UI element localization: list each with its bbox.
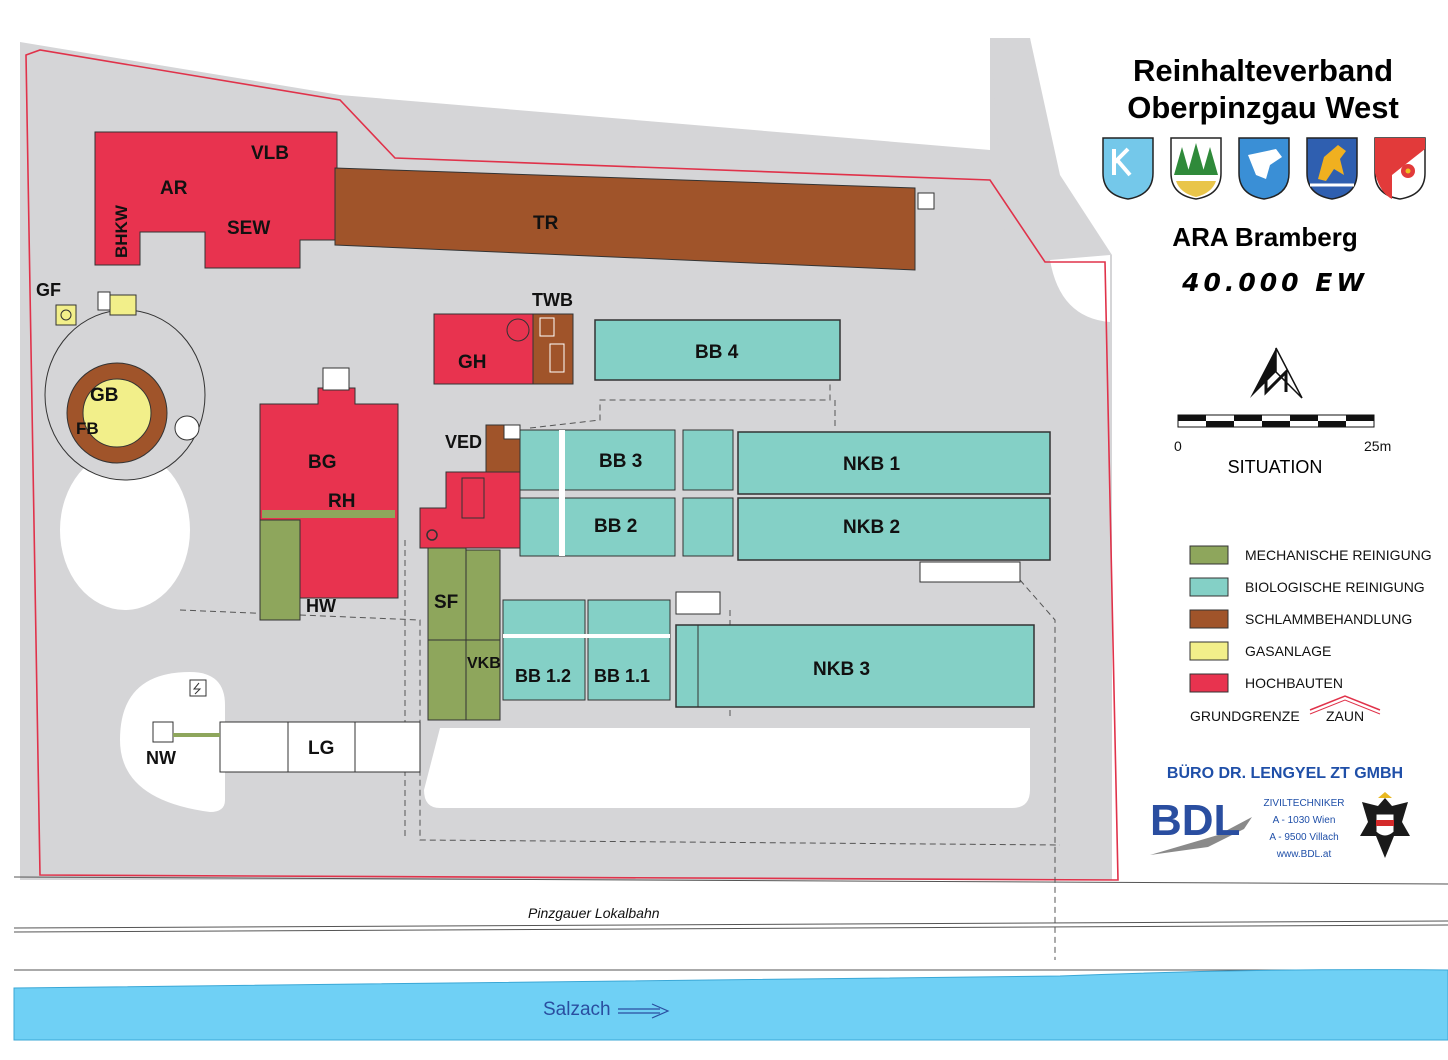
building-gh bbox=[433, 313, 535, 385]
legend-label-biological: BIOLOGISCHE REINIGUNG bbox=[1245, 579, 1425, 595]
label-gb: GB bbox=[90, 385, 119, 406]
building-gf bbox=[55, 304, 77, 326]
organisation-title: Reinhalteverband Oberpinzgau West bbox=[1090, 52, 1436, 126]
plant-capacity: 40.000 EW bbox=[1182, 268, 1368, 297]
label-rh: RH bbox=[328, 491, 355, 512]
label-gh: GH bbox=[458, 352, 487, 373]
island-circle bbox=[60, 450, 190, 610]
label-nkb2: NKB 2 bbox=[843, 517, 900, 538]
river-salzach bbox=[13, 969, 1448, 1041]
north-arrow-icon bbox=[1250, 347, 1303, 399]
flow-arrow-icon bbox=[618, 1003, 670, 1019]
basin-nkb2 bbox=[737, 497, 1051, 561]
legend-label-sludge: SCHLAMMBEHANDLUNG bbox=[1245, 611, 1412, 627]
firm-address-1: A - 1030 Wien bbox=[1272, 815, 1336, 826]
title-line-1: Reinhalteverband bbox=[1132, 53, 1394, 88]
label-bb12: BB 1.2 bbox=[515, 666, 571, 686]
legend-boundary: GRUNDGRENZE bbox=[1190, 708, 1300, 724]
label-twb: TWB bbox=[532, 290, 573, 310]
railway-line bbox=[13, 876, 1448, 971]
label-bg: BG bbox=[308, 452, 337, 473]
legend-label-mechanical: MECHANISCHE REINIGUNG bbox=[1245, 547, 1432, 563]
bdl-logo-text: BDL bbox=[1150, 796, 1240, 845]
basin-bb12 bbox=[502, 599, 586, 701]
label-bb2: BB 2 bbox=[594, 516, 637, 537]
building-twb bbox=[532, 313, 574, 385]
title-line-2: Oberpinzgau West bbox=[1127, 90, 1399, 125]
label-lg: LG bbox=[308, 738, 334, 759]
basin-bb2 bbox=[519, 497, 676, 557]
basin-bb3 bbox=[519, 429, 676, 491]
scale-end: 25m bbox=[1364, 438, 1391, 454]
basin-nkb3 bbox=[675, 624, 1035, 708]
label-nkb1: NKB 1 bbox=[843, 454, 900, 475]
gas-tank-gb bbox=[82, 378, 152, 448]
label-nw: NW bbox=[146, 748, 176, 768]
scale-bar bbox=[1177, 414, 1375, 428]
legend-swatch-sludge bbox=[1189, 609, 1229, 629]
plant-name: ARA Bramberg bbox=[1172, 222, 1358, 252]
railway-label: Pinzgauer Lokalbahn bbox=[528, 905, 660, 921]
label-vkb: VKB bbox=[467, 655, 501, 672]
crest-rose-icon bbox=[1374, 137, 1426, 200]
legend-swatch-biological bbox=[1189, 577, 1229, 597]
firm-name: BÜRO DR. LENGYEL ZT GMBH bbox=[1166, 765, 1404, 782]
crest-k-icon bbox=[1102, 137, 1154, 200]
fence-icon bbox=[1309, 695, 1381, 711]
power-icon bbox=[189, 679, 207, 697]
label-bb11: BB 1.1 bbox=[594, 666, 650, 686]
legend: MECHANISCHE REINIGUNG BIOLOGISCHE REINIG… bbox=[1189, 545, 1432, 724]
label-bb3: BB 3 bbox=[599, 451, 642, 472]
hw-mechanical bbox=[259, 519, 301, 621]
legend-label-gas: GASANLAGE bbox=[1245, 643, 1331, 659]
scale-start: 0 bbox=[1174, 438, 1182, 454]
austria-eagle-icon bbox=[1360, 792, 1410, 858]
building-lg bbox=[219, 721, 421, 773]
access-road bbox=[990, 38, 1050, 300]
firm-website[interactable]: www.BDL.at bbox=[1276, 849, 1332, 860]
building-nw bbox=[152, 721, 174, 743]
label-nkb3: NKB 3 bbox=[813, 659, 870, 680]
legend-swatch-mechanical bbox=[1189, 545, 1229, 565]
scale-caption: SITUATION bbox=[1227, 457, 1323, 477]
firm-address-2: A - 9500 Villach bbox=[1269, 832, 1339, 843]
basin-nkb1 bbox=[737, 431, 1051, 495]
label-hw: HW bbox=[306, 596, 336, 616]
basin-bb4 bbox=[594, 319, 841, 381]
map-labels: VLB AR SEW BHKW TR GF TWB GH BB 4 GB FB … bbox=[36, 143, 900, 768]
building-tr bbox=[334, 167, 916, 271]
legend-swatch-buildings bbox=[1189, 673, 1229, 693]
label-fb: FB bbox=[76, 419, 99, 438]
crest-goat-icon bbox=[1238, 137, 1290, 200]
bdl-logo: BDL bbox=[1150, 796, 1252, 855]
label-sew: SEW bbox=[227, 218, 270, 239]
crest-trees-icon bbox=[1170, 137, 1222, 200]
legend-swatch-gas bbox=[1189, 641, 1229, 661]
label-tr: TR bbox=[533, 213, 559, 234]
label-bb4: BB 4 bbox=[695, 342, 739, 363]
label-gf: GF bbox=[36, 280, 61, 300]
basin-bb11 bbox=[587, 599, 671, 701]
legend-label-buildings: HOCHBAUTEN bbox=[1245, 675, 1343, 691]
label-ar: AR bbox=[160, 178, 188, 199]
property-boundary-line bbox=[25, 49, 1119, 881]
firm-title: ZIVILTECHNIKER bbox=[1263, 798, 1345, 809]
legend-fence: ZAUN bbox=[1326, 708, 1364, 724]
river-label: Salzach bbox=[543, 999, 611, 1020]
sf-mechanical bbox=[427, 547, 467, 721]
vkb-mechanical bbox=[465, 549, 501, 721]
crest-horse-icon bbox=[1306, 137, 1358, 200]
label-sf: SF bbox=[434, 592, 458, 613]
label-vlb: VLB bbox=[251, 143, 289, 164]
island-south bbox=[424, 728, 1030, 808]
label-ved: VED bbox=[445, 432, 482, 452]
label-bhkw: BHKW bbox=[112, 204, 131, 258]
